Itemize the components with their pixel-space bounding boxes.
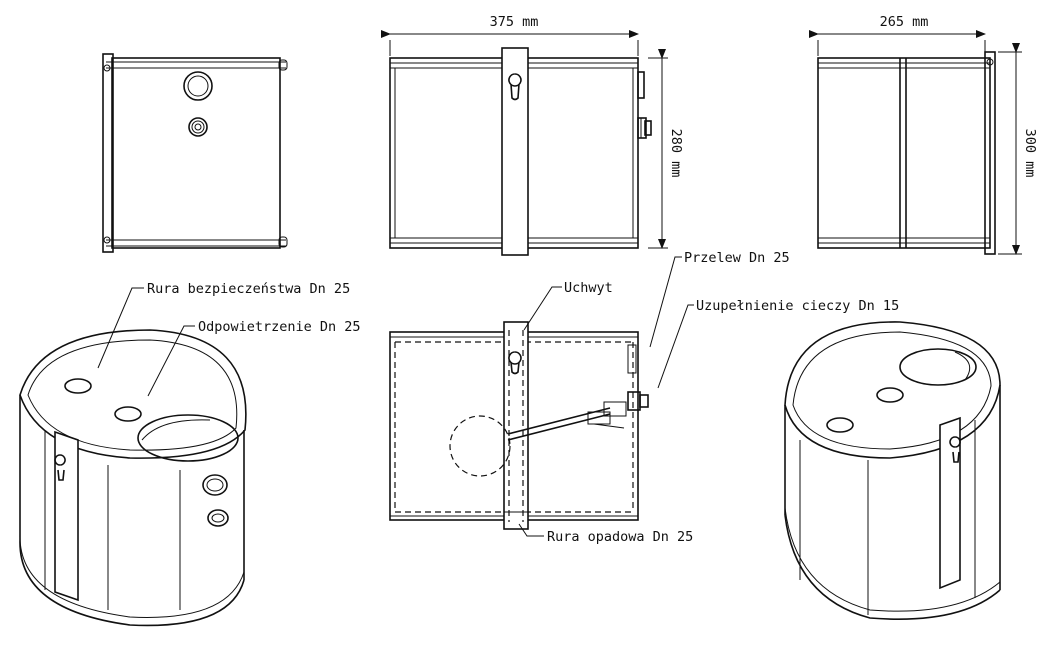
label-vent: Odpowietrzenie Dn 25 <box>198 319 361 335</box>
leader-handle <box>523 286 562 331</box>
dimension-height-front: 280 mm <box>668 129 684 178</box>
label-handle: Uchwyt <box>564 280 613 296</box>
front-view-handle-strap <box>501 47 529 256</box>
top-view-port-large <box>183 71 213 101</box>
top-view-port-small <box>188 117 208 137</box>
section-view <box>389 321 649 530</box>
section-port-circle <box>449 415 511 477</box>
isometric-left-view <box>19 329 247 627</box>
leader-refill <box>657 304 694 389</box>
label-overflow: Przelew Dn 25 <box>684 250 790 266</box>
dimension-depth: 265 mm <box>880 14 929 30</box>
keyhole-icon <box>508 73 522 101</box>
leader-vent <box>147 325 195 397</box>
leader-overflow <box>649 256 682 348</box>
front-view <box>381 30 668 256</box>
isometric-right-view <box>784 321 1001 620</box>
label-downpipe: Rura opadowa Dn 25 <box>547 529 693 545</box>
top-view <box>102 53 288 253</box>
dimension-height-side: 300 mm <box>1022 129 1038 178</box>
side-view <box>809 30 1022 255</box>
label-safety-pipe: Rura bezpieczeństwa Dn 25 <box>147 281 350 297</box>
leader-downpipe <box>518 523 544 537</box>
dimension-width: 375 mm <box>490 14 539 30</box>
label-refill: Uzupełnienie cieczy Dn 15 <box>696 298 899 314</box>
leader-safety-pipe <box>97 287 144 369</box>
